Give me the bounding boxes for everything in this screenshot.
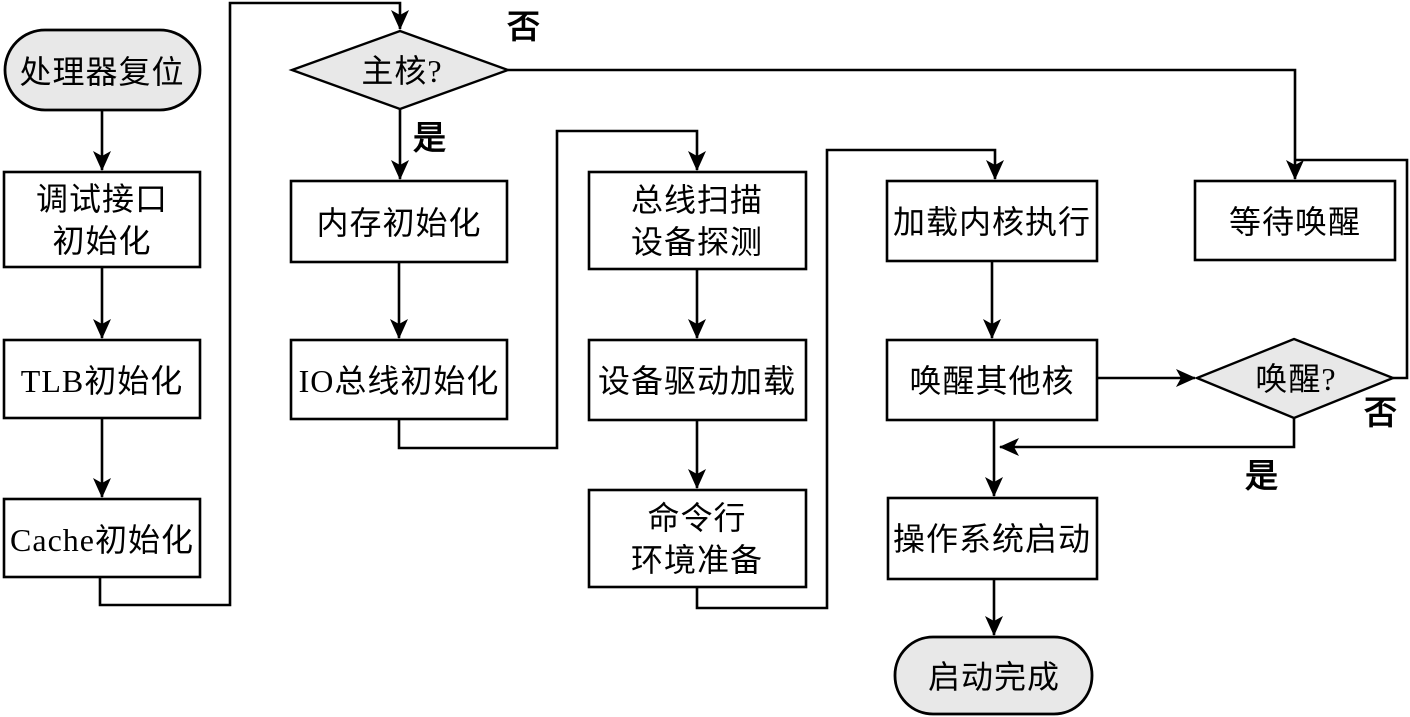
node-wait-wakeup-label: 等待唤醒	[1229, 204, 1361, 240]
node-wakeup-label: 唤醒?	[1255, 361, 1336, 397]
mem-init-box	[289, 179, 509, 264]
edge-label-wakeup-yes: 是	[1245, 459, 1279, 495]
edge-labels: 否 是 否 是	[413, 10, 1398, 495]
cmdline-env-box	[587, 488, 808, 589]
debug-init-box	[2, 170, 202, 269]
node-cmdline-env-label-line2: 环境准备	[631, 542, 763, 578]
node-cache-init: Cache初始化	[2, 497, 202, 579]
node-tlb-init-label: TLB初始化	[21, 363, 183, 399]
wait-wakeup-box	[1193, 179, 1397, 262]
node-mem-init-label: 内存初始化	[316, 205, 481, 241]
io-bus-init-box	[289, 338, 509, 421]
node-debug-init-label-line2: 初始化	[52, 223, 151, 259]
node-driver-load: 设备驱动加载	[587, 338, 808, 422]
tlb-init-box	[2, 338, 202, 420]
node-wakeup: 唤醒?	[1193, 337, 1397, 420]
node-start: 处理器复位	[3, 28, 202, 112]
cache-init-box	[2, 497, 202, 579]
node-bus-scan: 总线扫描 设备探测	[587, 170, 808, 271]
node-tlb-init: TLB初始化	[2, 338, 202, 420]
wake-others-box	[885, 338, 1099, 422]
kernel-exec-box	[885, 179, 1099, 263]
start-terminal-shape	[3, 28, 202, 112]
node-kernel-exec: 加载内核执行	[885, 179, 1099, 263]
driver-load-box	[587, 338, 808, 422]
node-main-core-label: 主核?	[361, 53, 442, 89]
edge-cache-init-to-main-core	[98, 1, 409, 607]
node-done: 启动完成	[893, 635, 1094, 716]
node-cache-init-label: Cache初始化	[10, 522, 194, 558]
node-io-bus-init: IO总线初始化	[289, 338, 509, 421]
edge-cmdline-env-to-kernel-exec	[695, 148, 1004, 610]
node-start-label: 处理器复位	[19, 54, 184, 90]
node-bus-scan-label-line2: 设备探测	[631, 224, 763, 260]
node-debug-init: 调试接口 初始化	[2, 170, 202, 269]
node-os-start-label: 操作系统启动	[893, 521, 1091, 557]
node-io-bus-init-label: IO总线初始化	[299, 363, 500, 399]
node-kernel-exec-label: 加载内核执行	[893, 204, 1091, 240]
node-wait-wakeup: 等待唤醒	[1193, 179, 1397, 262]
edge-wakeup-yes-merge	[999, 418, 1296, 456]
os-start-box	[886, 496, 1099, 581]
edge-label-main-core-no: 否	[507, 10, 541, 46]
edge-wakeup-no-loop	[1295, 158, 1409, 380]
node-driver-load-label: 设备驱动加载	[598, 363, 796, 399]
edge-main-core-no-to-wait-wakeup	[508, 68, 1304, 180]
main-core-diamond	[288, 29, 512, 111]
node-wake-others: 唤醒其他核	[885, 338, 1099, 422]
node-main-core: 主核?	[288, 29, 512, 111]
node-done-label: 启动完成	[928, 659, 1060, 695]
edge-label-wakeup-no: 否	[1364, 396, 1398, 432]
node-cmdline-env-label-line1: 命令行	[647, 500, 746, 536]
bus-scan-box	[587, 170, 808, 271]
node-os-start: 操作系统启动	[886, 496, 1099, 581]
edge-label-main-core-yes: 是	[413, 121, 447, 157]
edges	[93, 1, 1409, 636]
node-debug-init-label-line1: 调试接口	[36, 181, 168, 217]
node-mem-init: 内存初始化	[289, 179, 509, 264]
wakeup-diamond	[1193, 337, 1397, 420]
node-bus-scan-label-line1: 总线扫描	[631, 182, 763, 218]
node-wake-others-label: 唤醒其他核	[909, 363, 1074, 399]
done-terminal-shape	[893, 635, 1094, 716]
node-cmdline-env: 命令行 环境准备	[587, 488, 808, 589]
edge-io-bus-init-to-bus-scan	[397, 129, 706, 450]
